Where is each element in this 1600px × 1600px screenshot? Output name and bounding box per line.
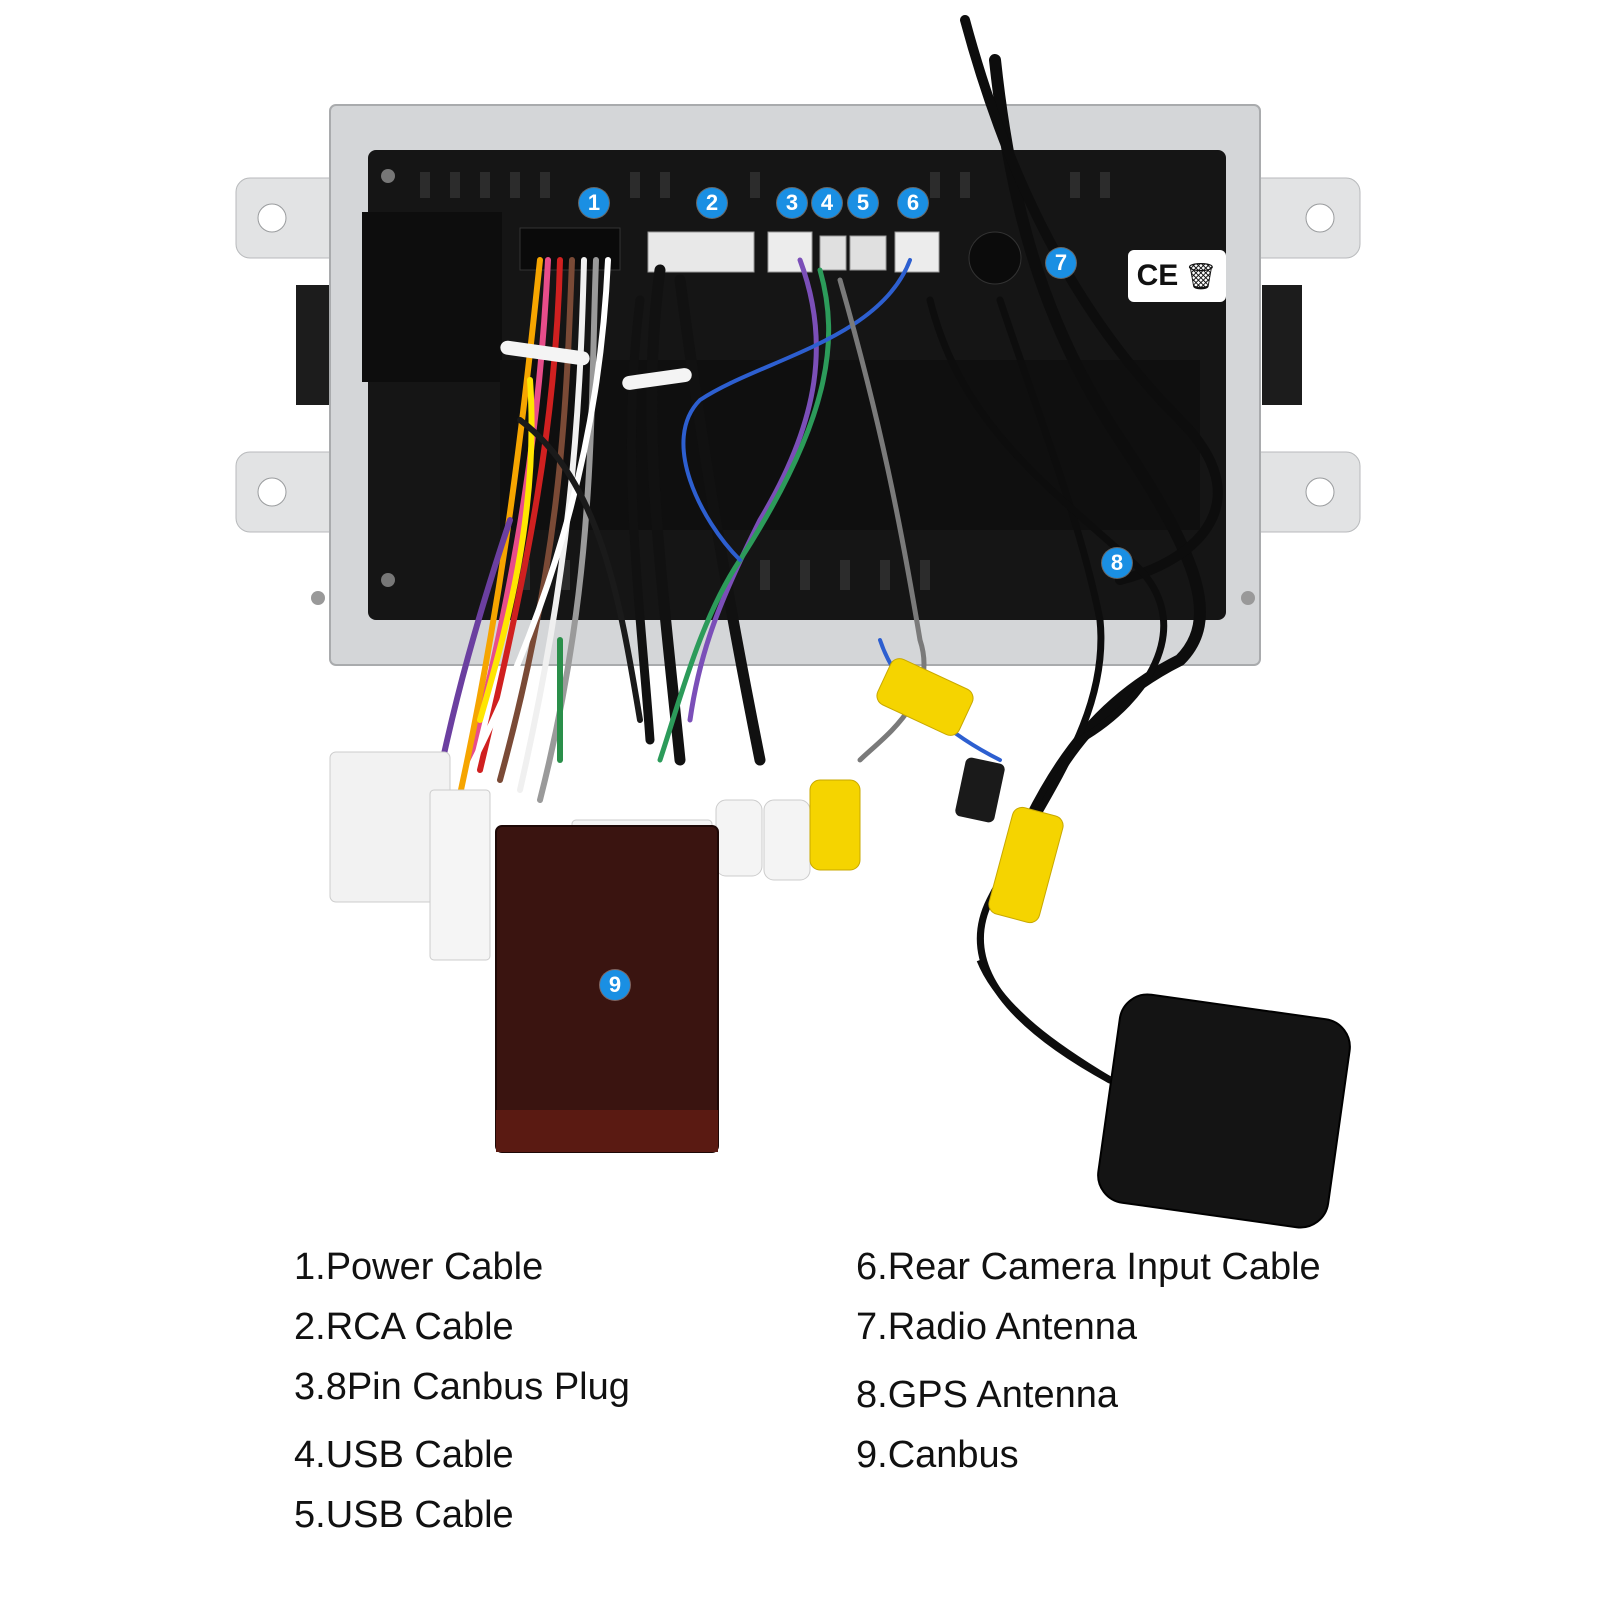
marker-9: 9: [600, 970, 630, 1000]
rca-and-antenna-cables: [626, 15, 1223, 1084]
zip-tie: [500, 340, 590, 366]
gps-antenna-cable: [976, 958, 1112, 1084]
heatsink-block: [362, 212, 502, 382]
heatsink-fins: [500, 360, 1200, 530]
power-harness-wires: [417, 257, 643, 863]
marker-4: 4: [812, 188, 842, 218]
marker-7: 7: [1046, 248, 1076, 278]
gps-antenna-puck: [1097, 993, 1351, 1229]
screw: [381, 573, 395, 587]
mounting-brackets: [235, 177, 1361, 533]
marker-2: 2: [697, 188, 727, 218]
marker-6: 6: [898, 188, 928, 218]
head-unit-photo: [235, 15, 1361, 1229]
legend-item-3: 3.8Pin Canbus Plug: [294, 1366, 630, 1408]
screw: [311, 591, 325, 605]
connector-ports: [519, 227, 1022, 285]
ce-mark-badge: CE 🗑: [1128, 250, 1226, 302]
legend-item-6: 6.Rear Camera Input Cable: [856, 1246, 1321, 1288]
marker-5: 5: [848, 188, 878, 218]
legend-item-2: 2.RCA Cable: [294, 1306, 514, 1348]
marker-3: 3: [777, 188, 807, 218]
legend-item-1: 1.Power Cable: [294, 1246, 544, 1288]
rca-plugs: [715, 658, 1064, 924]
screw: [1241, 591, 1255, 605]
legend-item-5: 5.USB Cable: [294, 1494, 514, 1536]
marker-8: 8: [1102, 548, 1132, 578]
marker-1: 1: [579, 188, 609, 218]
legend-item-9: 9.Canbus: [856, 1434, 1019, 1476]
screw: [381, 169, 395, 183]
canbus-box-bottom: [496, 1110, 718, 1152]
legend-item-8: 8.GPS Antenna: [856, 1374, 1118, 1416]
crossed-bin-icon: 🗑: [1184, 260, 1218, 291]
ce-mark: CE: [1136, 259, 1179, 292]
legend-item-4: 4.USB Cable: [294, 1434, 514, 1476]
legend-item-7: 7.Radio Antenna: [856, 1306, 1138, 1348]
zip-tie: [622, 368, 692, 390]
